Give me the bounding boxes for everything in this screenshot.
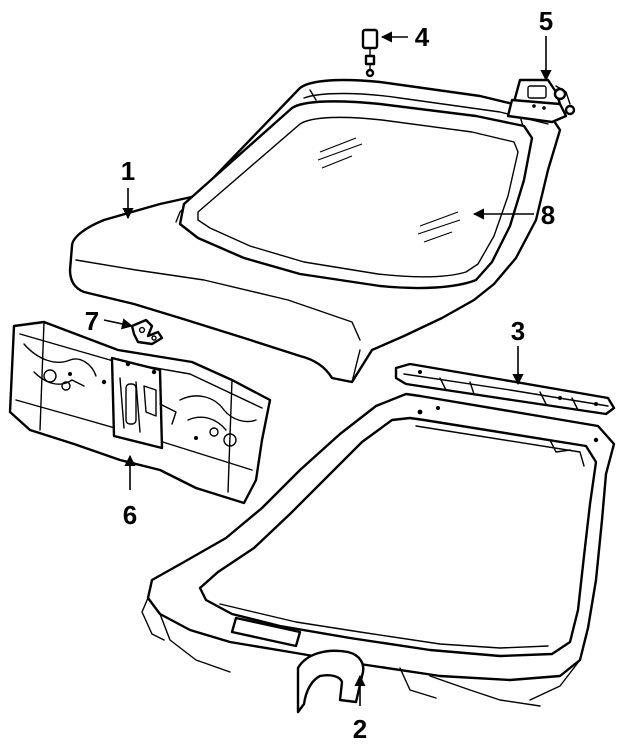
callout-2: 2 <box>353 714 367 744</box>
weatherstrip-opening <box>141 392 616 714</box>
hinge-reinforcement <box>394 362 616 416</box>
gas-strut <box>361 28 379 78</box>
hatch-hinge <box>506 78 576 124</box>
glass <box>178 100 534 290</box>
callout-4: 4 <box>415 22 430 52</box>
callout-leaders <box>103 31 552 706</box>
callout-labels: 1 2 3 4 5 6 7 8 <box>85 6 555 744</box>
leader-7 <box>103 318 134 330</box>
callout-6: 6 <box>123 500 137 530</box>
callout-3: 3 <box>511 316 525 346</box>
striker-clip <box>130 318 164 346</box>
callout-5: 5 <box>539 6 553 36</box>
rear-body-panel <box>8 320 272 505</box>
callout-7: 7 <box>85 306 99 336</box>
callout-1: 1 <box>121 156 135 186</box>
callout-8: 8 <box>541 200 555 230</box>
